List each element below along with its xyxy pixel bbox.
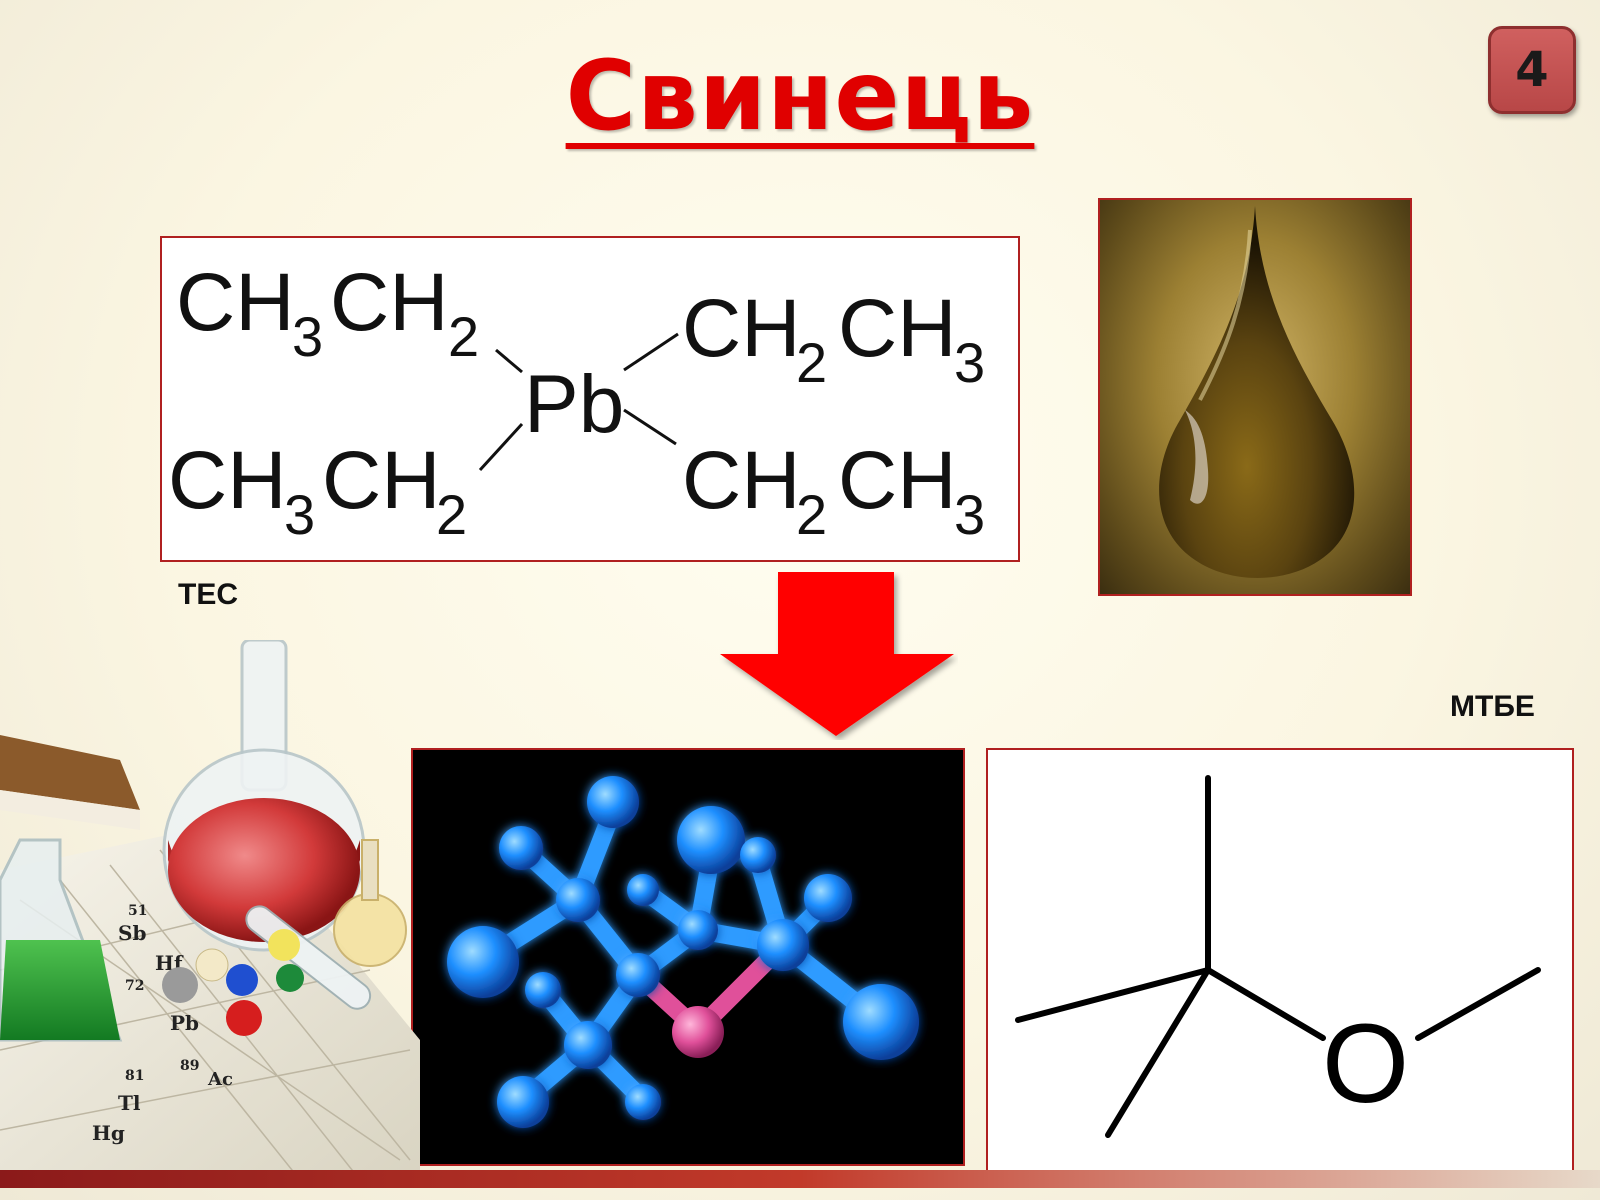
formula-bl-ch2-sub: 2 xyxy=(436,483,467,546)
formula-bl-ch3-sub: 3 xyxy=(284,483,315,546)
lab-illustration: Sn Sb Hf Pb Tl Hg Ac 51 72 82 81 89 xyxy=(0,640,420,1180)
formula-br-ch2-sub: 2 xyxy=(796,483,827,546)
element-hg: Hg xyxy=(92,1121,125,1145)
slide-title: Свинець xyxy=(565,40,1035,152)
formula-tr-ch2-sub: 2 xyxy=(796,331,827,394)
fuel-drop-icon xyxy=(1159,206,1355,578)
formula-tr-ch3-sub: 3 xyxy=(954,331,985,394)
tes-label: ТЕС xyxy=(178,578,238,611)
formula-bl-ch2: CH xyxy=(322,435,440,526)
formula-br-ch2: CH xyxy=(682,435,800,526)
molecule-3d-icon xyxy=(447,776,919,1128)
bottom-decor-bar xyxy=(0,1170,1600,1188)
element-81: 81 xyxy=(125,1068,144,1084)
formula-bl-ch3: CH xyxy=(168,435,286,526)
formula-tl-ch3: CH xyxy=(176,257,294,348)
fuel-drop-photo xyxy=(1098,198,1412,596)
element-tl: Tl xyxy=(118,1091,141,1115)
element-ac: Ac xyxy=(207,1069,233,1090)
element-51: 51 xyxy=(128,903,147,919)
formula-tl-ch2-sub: 2 xyxy=(448,305,479,368)
formula-br-ch3: CH xyxy=(838,435,956,526)
formula-center-pb: Pb xyxy=(524,359,624,450)
formula-tr-ch3: CH xyxy=(838,283,956,374)
lab-glassware-icon: Sn Sb Hf Pb Tl Hg Ac 51 72 82 81 89 xyxy=(0,640,420,1180)
formula-br-ch3-sub: 3 xyxy=(954,483,985,546)
slide-number-badge: 4 xyxy=(1488,26,1576,114)
formula-tr-ch2: CH xyxy=(682,283,800,374)
mtbe-skeleton-svg: O xyxy=(1015,775,1541,1138)
element-sb: Sb xyxy=(118,921,146,945)
oxygen-atom xyxy=(672,1006,724,1058)
element-pb: Pb xyxy=(170,1011,199,1035)
mtbe-skeleton-panel: O xyxy=(986,748,1574,1172)
formula-tl-ch3-sub: 3 xyxy=(292,305,323,368)
formula-bonds xyxy=(478,332,679,472)
formula-tl-ch2: CH xyxy=(330,257,448,348)
element-89: 89 xyxy=(180,1058,199,1074)
mtbe-label: МТБЕ xyxy=(1450,690,1535,723)
tes-formula-panel: CH 3 CH 2 CH 3 CH 2 Pb CH 2 CH 3 CH 2 CH… xyxy=(160,236,1020,562)
down-arrow-icon xyxy=(718,572,958,740)
mtbe-oxygen: O xyxy=(1322,1001,1409,1126)
molecule-3d-panel xyxy=(411,748,965,1166)
tes-formula-svg: CH 3 CH 2 CH 3 CH 2 Pb CH 2 CH 3 CH 2 CH… xyxy=(168,257,985,546)
element-72: 72 xyxy=(125,978,144,994)
